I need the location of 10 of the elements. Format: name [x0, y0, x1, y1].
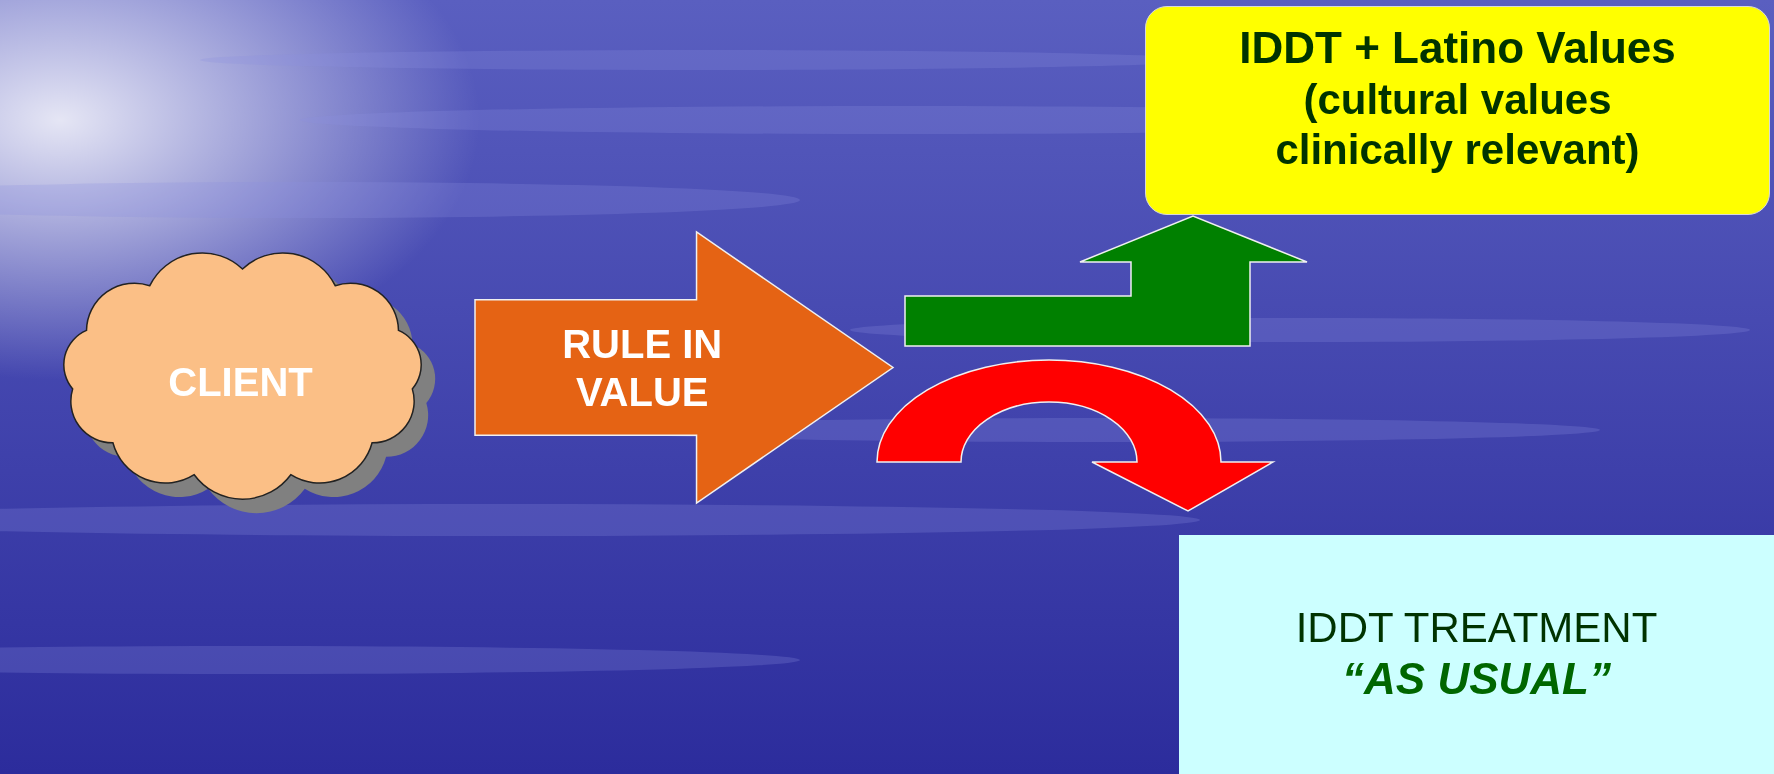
node-label: “AS USUAL” [1342, 653, 1611, 706]
block-arrow [475, 232, 893, 503]
node-label: CLIENT [168, 359, 313, 406]
node-label: IDDT + Latino Values [1239, 21, 1676, 74]
text-box [1179, 535, 1774, 774]
node-label: RULE IN VALUE [561, 320, 724, 416]
node-label: IDDT TREATMENT [1295, 602, 1658, 653]
node-label: (cultural values clinically relevant) [1274, 74, 1641, 175]
text-box [1145, 6, 1770, 215]
arrow [904, 215, 1308, 347]
